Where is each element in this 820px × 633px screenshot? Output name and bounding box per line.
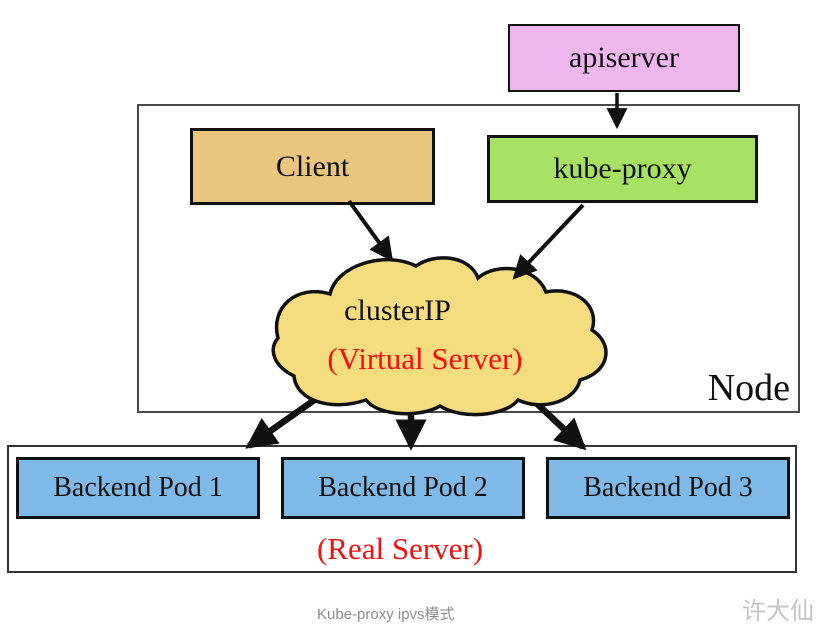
client-box: Client (190, 128, 435, 205)
client-label: Client (275, 149, 350, 183)
backend-pod-3-box: Backend Pod 3 (546, 457, 790, 519)
backend-pod-1-box: Backend Pod 1 (16, 457, 260, 519)
backend-pod-2-box: Backend Pod 2 (281, 457, 525, 519)
author-watermark: 许大仙 (742, 598, 814, 625)
node-label: Node (707, 367, 790, 409)
kube-proxy-box: kube-proxy (487, 135, 758, 203)
apiserver-box: apiserver (508, 24, 740, 92)
figure-caption: Kube-proxy ipvs模式 (317, 606, 455, 623)
real-server-label: (Real Server) (316, 531, 484, 566)
virtual-server-label: (Virtual Server) (327, 341, 523, 376)
kube-proxy-label: kube-proxy (553, 152, 692, 185)
backend-pod-2-label: Backend Pod 2 (318, 472, 488, 503)
backend-pod-3-label: Backend Pod 3 (583, 472, 753, 503)
backend-pod-1-label: Backend Pod 1 (53, 472, 223, 503)
clusterip-label: clusterIP (344, 294, 451, 327)
apiserver-label: apiserver (569, 41, 679, 74)
